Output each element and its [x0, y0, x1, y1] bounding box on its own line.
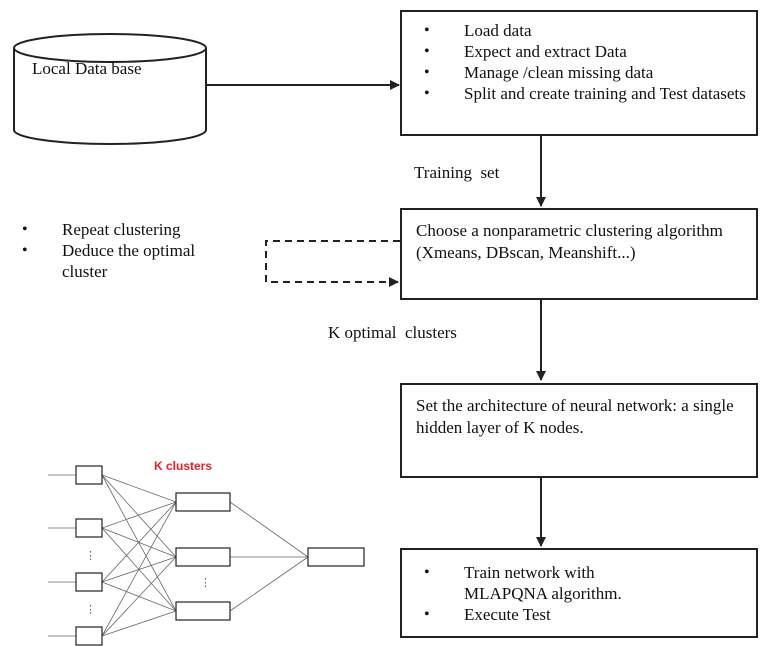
- edge-label-k-optimal-clusters: K optimal clusters: [328, 323, 457, 342]
- k-clusters-label: K clusters: [154, 459, 213, 473]
- step4-box: Train network with MLAPQNA algorithm. Ex…: [400, 548, 758, 638]
- step2-box: Choose a nonparametric clustering algori…: [400, 208, 758, 300]
- nn-input-ellipsis: ⋮: [85, 550, 96, 562]
- loop-note-item: Repeat clustering: [0, 219, 250, 240]
- step3-text: Set the architecture of neural network: …: [416, 396, 734, 437]
- step4-item: Train network with MLAPQNA algorithm.: [402, 562, 664, 604]
- step2-text: Choose a nonparametric clustering algori…: [416, 221, 723, 262]
- step1-item: Expect and extract Data: [402, 41, 756, 62]
- nn-hidden-nodes: [175, 492, 231, 621]
- dashed-loop-arrow: [265, 240, 400, 287]
- step1-item: Split and create training and Test datas…: [402, 83, 756, 104]
- nn-input-nodes: [75, 465, 103, 646]
- loop-notes: Repeat clustering Deduce the optimal clu…: [0, 219, 250, 282]
- nn-output-node: [307, 547, 365, 567]
- step4-item: Execute Test: [402, 604, 756, 625]
- loop-note-item: Deduce the optimal cluster: [0, 240, 202, 282]
- step3-box: Set the architecture of neural network: …: [400, 383, 758, 478]
- database-label: Local Data base: [32, 59, 142, 78]
- step1-item: Load data: [402, 20, 756, 41]
- step1-item: Manage /clean missing data: [402, 62, 756, 83]
- edge-label-training-set: Training set: [414, 163, 500, 182]
- step1-box: Load data Expect and extract Data Manage…: [400, 10, 758, 136]
- nn-connections: [48, 474, 309, 637]
- database-cylinder: [13, 33, 207, 145]
- nn-input-ellipsis: ⋮: [85, 604, 96, 616]
- nn-hidden-ellipsis: ⋮: [200, 577, 211, 589]
